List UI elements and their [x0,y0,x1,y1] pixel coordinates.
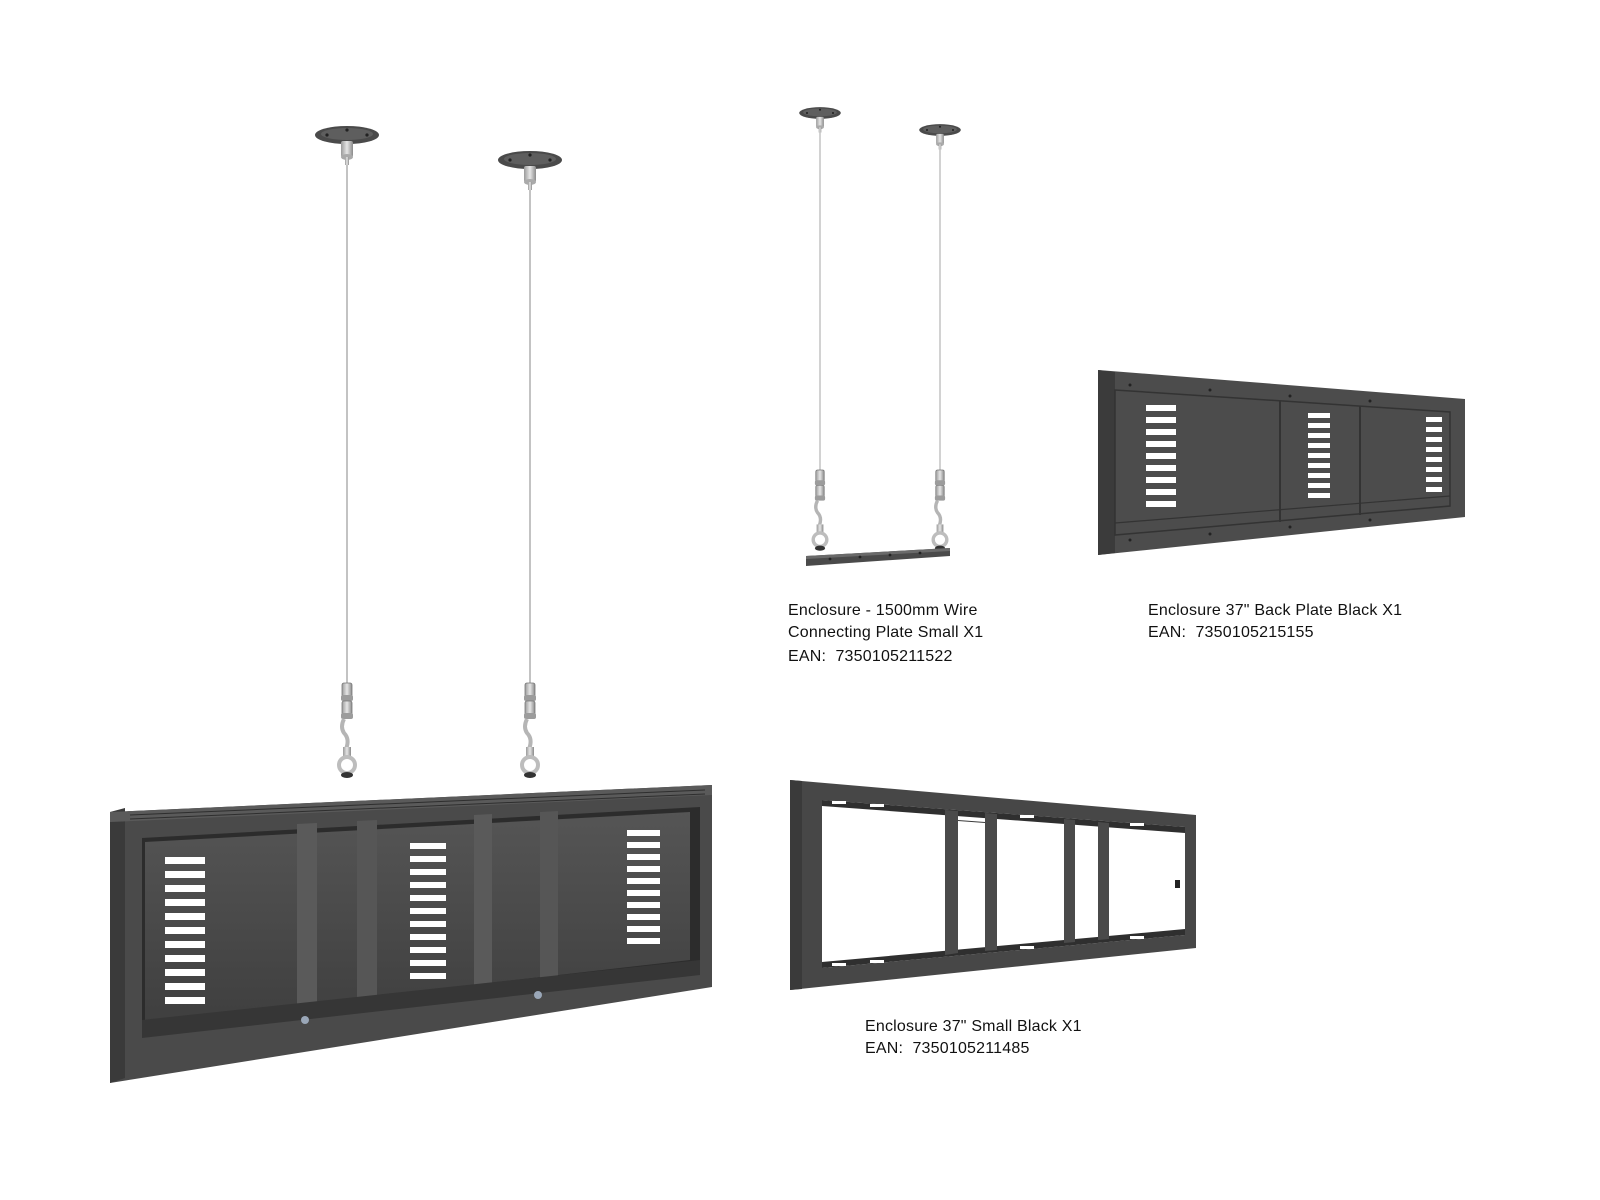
wire-kit-name-line2: Connecting Plate Small X1 [788,624,984,641]
hanging-enclosure-illustration [110,126,712,1083]
wire-kit-illustration [799,107,961,566]
frame-name: Enclosure 37" Small Black X1 [865,1018,1082,1035]
back-plate-ean-number: 7350105215155 [1195,624,1314,641]
back-plate-name: Enclosure 37" Back Plate Black X1 [1148,602,1403,619]
frame-ean-number: 7350105211485 [912,1040,1030,1057]
wire-kit-caption: Enclosure - 1500mm Wire Connecting Plate… [788,600,983,668]
frame-ean: EAN: 7350105211485 [865,1038,1082,1060]
frame-enclosure-illustration [790,780,1196,990]
back-plate-ean: EAN: 7350105215155 [1148,622,1402,644]
wire-kit-ean-label: EAN: [788,648,827,665]
back-plate-caption: Enclosure 37" Back Plate Black X1 EAN: 7… [1148,600,1402,644]
frame-ean-label: EAN: [865,1040,904,1057]
back-plate-illustration [1098,370,1465,555]
back-plate-ean-label: EAN: [1148,624,1187,641]
wire-kit-ean-number: 7350105211522 [835,648,953,665]
frame-caption: Enclosure 37" Small Black X1 EAN: 735010… [865,1016,1082,1060]
wire-kit-ean: EAN: 7350105211522 [788,646,983,668]
wire-kit-name-line1: Enclosure - 1500mm Wire [788,602,978,619]
